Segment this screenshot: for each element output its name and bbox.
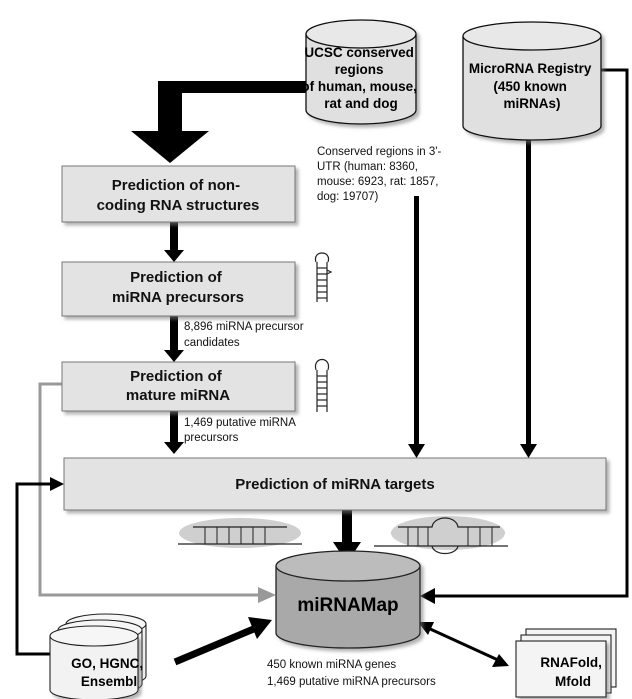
registry-arrowhead-icon	[420, 588, 435, 604]
double-arrowhead-left-icon	[418, 622, 434, 635]
precursors-step-label: Prediction of miRNA precursors	[112, 269, 244, 306]
annotation-to-targets-connector	[15, 482, 52, 656]
hairpin-mature-icon	[314, 358, 330, 412]
mirnamap-label: miRNAMap	[297, 595, 398, 616]
precursor-candidates-note: 8,896 miRNA precursor candidates	[184, 321, 307, 349]
mirnamap-rnafold-link	[427, 626, 499, 662]
ncrna-step-box	[61, 165, 296, 223]
precursor-to-mature-shaft	[170, 316, 178, 352]
diagonal-arrowhead-icon	[248, 617, 272, 639]
folding-tools-stack	[515, 628, 617, 698]
down-arrowhead-icon	[164, 250, 184, 262]
mature-to-targets-shaft	[170, 411, 178, 444]
registry-to-mirnamap-connector	[434, 68, 629, 598]
precursors-step-box	[61, 261, 296, 317]
target-binding-perfect-icon	[178, 518, 302, 548]
hairpin-precursor-icon	[314, 252, 333, 302]
down-arrowhead-icon	[164, 442, 184, 454]
mirnamap-database-cylinder	[275, 550, 421, 649]
annotation-to-mirnamap-arrow	[173, 624, 258, 666]
registry-to-targets-shaft	[526, 140, 531, 446]
black-arrowhead-icon	[50, 477, 64, 491]
targets-to-mirnamap-shaft	[342, 510, 352, 544]
targets-step-box	[63, 457, 607, 511]
annotation-databases-stack	[49, 613, 147, 699]
ncrna-to-precursor-shaft	[170, 222, 178, 252]
annotation-databases-label: GO, HGNC, Ensembl	[71, 656, 147, 689]
putative-precursors-note: 1,469 putative miRNA precursors	[184, 417, 298, 444]
down-arrowhead-icon	[520, 444, 537, 458]
down-arrowhead-icon	[164, 350, 184, 362]
microrna-registry-label: MicroRNA Registry (450 known miRNAs)	[469, 61, 595, 111]
double-arrowhead-right-icon	[492, 654, 509, 667]
ucsc-database-cylinder	[305, 19, 417, 125]
ncrna-step-label: Prediction of non- coding RNA structures	[97, 177, 260, 214]
conserved-utr-note: Conserved regions in 3'- UTR (human: 836…	[317, 146, 445, 203]
utr-to-targets-shaft	[414, 196, 419, 446]
mirnamap-contents-note: 450 known miRNA genes 1,469 putative miR…	[267, 659, 436, 688]
ucsc-label: UCSC conserved regions of human, mouse, …	[301, 45, 420, 111]
targets-step-label: Prediction of miRNA targets	[235, 476, 434, 493]
mature-to-mirnamap-gray-connector	[38, 382, 262, 597]
ucsc-to-ncrna-arrow	[131, 81, 307, 163]
down-arrowhead-icon	[408, 444, 425, 458]
microrna-registry-cylinder	[462, 21, 602, 141]
gray-arrowhead-icon	[258, 587, 276, 603]
target-binding-bulge-icon	[374, 516, 508, 555]
folding-tools-label: RNAFold, Mfold	[540, 655, 605, 689]
mature-step-box	[61, 361, 296, 412]
mature-step-label: Prediction of mature miRNA	[126, 368, 230, 404]
